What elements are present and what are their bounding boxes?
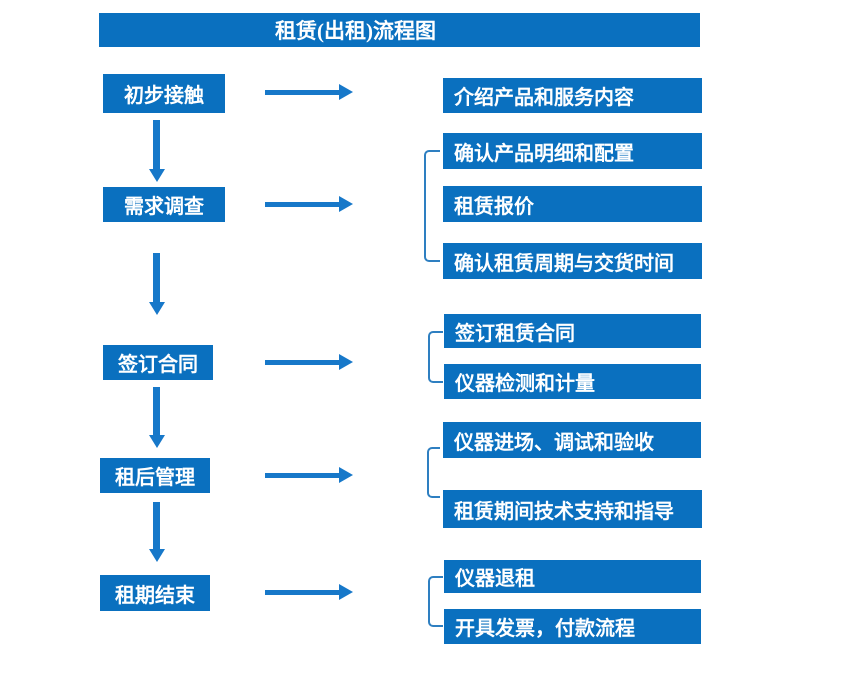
- group-bracket: [427, 447, 440, 498]
- detail-box: 仪器检测和计量: [444, 364, 701, 399]
- group-bracket: [424, 150, 440, 262]
- arrow-right-icon: [265, 354, 353, 370]
- arrow-down-icon: [148, 387, 165, 448]
- detail-box: 介绍产品和服务内容: [443, 78, 702, 113]
- group-bracket: [428, 331, 443, 383]
- group-bracket: [428, 576, 443, 627]
- step-box-rental-end: 租期结束: [100, 575, 210, 611]
- arrow-down-icon: [148, 120, 165, 182]
- detail-box: 仪器退租: [444, 560, 701, 593]
- step-box-sign-contract: 签订合同: [103, 345, 213, 380]
- arrow-right-icon: [265, 467, 353, 483]
- arrow-right-icon: [265, 84, 353, 100]
- detail-box: 租赁报价: [443, 186, 702, 222]
- arrow-right-icon: [265, 196, 353, 212]
- arrow-right-icon: [265, 584, 353, 600]
- step-box-initial-contact: 初步接触: [103, 74, 225, 113]
- step-box-post-rental-mgmt: 租后管理: [100, 458, 210, 493]
- detail-box: 租赁期间技术支持和指导: [443, 490, 702, 528]
- arrow-down-icon: [148, 502, 165, 562]
- detail-box: 开具发票，付款流程: [444, 609, 701, 644]
- detail-box: 签订租赁合同: [444, 314, 701, 348]
- detail-box: 确认产品明细和配置: [443, 133, 702, 169]
- flowchart-title: 租赁(出租)流程图: [99, 13, 700, 47]
- step-box-demand-survey: 需求调查: [103, 187, 225, 222]
- detail-box: 仪器进场、调试和验收: [443, 422, 701, 458]
- detail-box: 确认租赁周期与交货时间: [443, 243, 702, 279]
- arrow-down-icon: [148, 253, 165, 315]
